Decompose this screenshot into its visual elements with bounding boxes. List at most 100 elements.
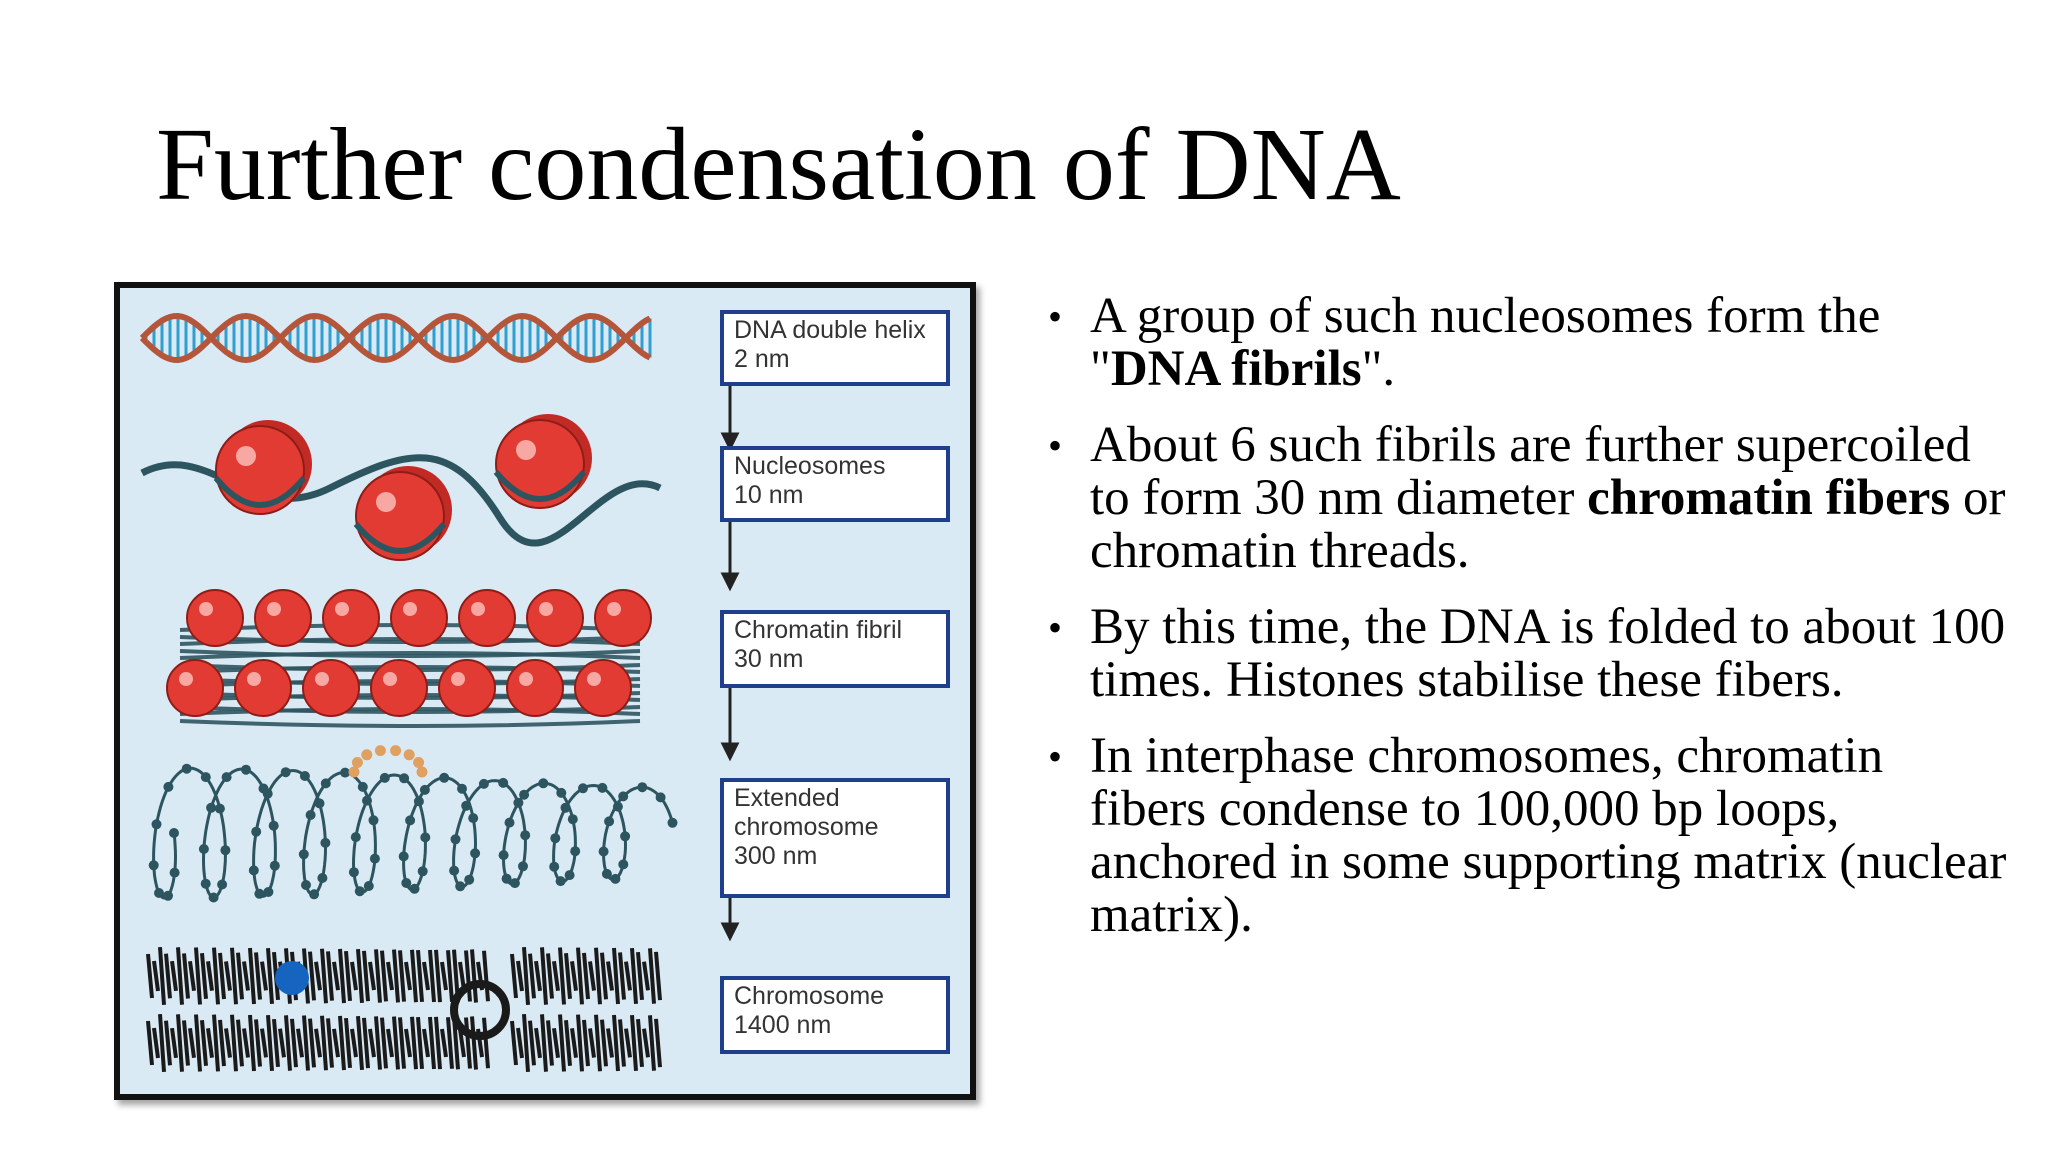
chromatin-coil xyxy=(522,1014,530,1072)
chromatin-coil xyxy=(248,1014,256,1072)
histone-core xyxy=(438,659,496,717)
nucleosome-bead xyxy=(340,767,351,778)
nucleosome-bead xyxy=(262,788,273,799)
histone-core xyxy=(355,471,445,561)
histone-core xyxy=(166,659,224,717)
histone-highlight xyxy=(383,672,397,686)
chromatin-coil xyxy=(606,961,614,991)
chromatin-coil xyxy=(624,961,632,991)
chromatin-coil xyxy=(446,1017,454,1069)
nucleosome-bead xyxy=(468,813,479,824)
chromatin-coil xyxy=(338,948,346,1004)
chromatin-coil xyxy=(570,961,578,991)
chromatin-coil xyxy=(534,960,542,992)
nucleosome-bead xyxy=(612,801,623,812)
histone-highlight xyxy=(471,602,485,616)
chromatin-coil xyxy=(576,947,584,1005)
chromatin-coil xyxy=(182,953,190,999)
loop-strand xyxy=(152,766,675,900)
chromatin-coil xyxy=(302,1015,310,1071)
nucleosome-bead xyxy=(618,791,629,802)
chromatin-coil xyxy=(618,1019,626,1067)
nucleosome-bead xyxy=(251,826,262,837)
histone-highlight xyxy=(315,672,329,686)
stage-arrows xyxy=(720,380,740,942)
nucleosome-bead xyxy=(154,888,164,898)
histone-core xyxy=(506,659,564,717)
chromatin-coil xyxy=(218,1019,226,1067)
histone-core xyxy=(594,589,652,647)
chromatin-coil xyxy=(546,953,554,999)
chromatin-coil xyxy=(636,1018,644,1068)
nucleosome-bead xyxy=(420,832,431,843)
chromatin-coil xyxy=(212,1014,220,1072)
nucleosome-bead xyxy=(217,879,228,890)
nucleosome-bead xyxy=(200,772,211,783)
nucleosome-bead xyxy=(478,778,489,789)
chromatin-coil xyxy=(630,1014,638,1072)
histone-core xyxy=(574,659,632,717)
nucleosome-bead xyxy=(248,865,259,876)
chromatin-coil xyxy=(176,947,184,1005)
nucleosome-bead xyxy=(504,817,515,828)
chromatin-coil xyxy=(654,951,662,1001)
chromatin-coil xyxy=(236,952,244,1000)
chromatin-coil xyxy=(428,949,436,1003)
chromatin-coil xyxy=(464,1017,472,1069)
chromatin-coil xyxy=(510,953,518,999)
chromatin-coil xyxy=(386,961,394,991)
stage-size: 10 nm xyxy=(734,481,804,509)
bullet-item: In interphase chromosomes, chromatin fib… xyxy=(1048,730,2008,942)
chromatin-coil xyxy=(356,948,364,1004)
chromatin-coil xyxy=(284,1015,292,1071)
chromatin-coil xyxy=(482,1017,490,1069)
nucleosome-bead xyxy=(348,867,359,878)
chromatin-coil xyxy=(224,961,232,991)
chromatin-coil xyxy=(188,960,196,992)
wrapped-dna xyxy=(493,470,587,502)
histone-core xyxy=(234,659,292,717)
nucleosome-bead xyxy=(419,784,430,795)
chromatin-coil xyxy=(576,1014,584,1072)
chromatin-coil xyxy=(326,1018,334,1068)
chromatin-coil xyxy=(464,950,472,1002)
chromatin-coil xyxy=(516,1027,524,1059)
chromatin-coil xyxy=(212,947,220,1005)
nucleosome-bead xyxy=(148,860,159,871)
chromatin-coil xyxy=(338,1015,346,1071)
chromatin-coil xyxy=(290,1018,298,1068)
nucleosome-bead xyxy=(564,870,575,881)
nucleosome-bead xyxy=(457,783,467,794)
dna-double-helix-drawing xyxy=(139,312,652,364)
nucleosome-bead xyxy=(417,866,428,877)
chromatin-coil xyxy=(446,950,454,1002)
chromatin-coil xyxy=(320,1015,328,1071)
stage-size: 2 nm xyxy=(734,345,790,373)
chromatin-coil xyxy=(648,1015,656,1071)
nucleosome-bead xyxy=(305,810,316,820)
nucleosome-bead xyxy=(301,880,311,890)
chromatin-coil xyxy=(254,952,262,1000)
chromosome-drawing xyxy=(146,947,662,1072)
chromatin-coil xyxy=(236,1019,244,1067)
nucleosome-bead xyxy=(151,819,162,830)
chromatin-coil xyxy=(552,1027,560,1059)
chromatin-coil xyxy=(398,950,406,1002)
chromatin-coil xyxy=(314,961,322,991)
nucleosome-bead xyxy=(620,831,631,842)
chromatin-coil xyxy=(380,1017,388,1069)
histone-core xyxy=(322,589,380,647)
chromatin-coil xyxy=(440,961,448,991)
nucleosome-bead xyxy=(200,878,211,889)
helix-strand xyxy=(139,312,652,364)
bullet-list: A group of such nucleosomes form the "DN… xyxy=(1048,290,2008,965)
histone-highlight xyxy=(451,672,465,686)
chromatin-coil xyxy=(374,1016,382,1070)
chromatin-coil xyxy=(546,1020,554,1066)
nucleosome-bead xyxy=(449,865,460,876)
histone-core xyxy=(495,419,585,509)
histone-core xyxy=(526,589,584,647)
chromatin-coil xyxy=(308,951,316,1001)
nucleosome-bead xyxy=(401,878,412,888)
nucleosome-bead xyxy=(610,873,621,884)
